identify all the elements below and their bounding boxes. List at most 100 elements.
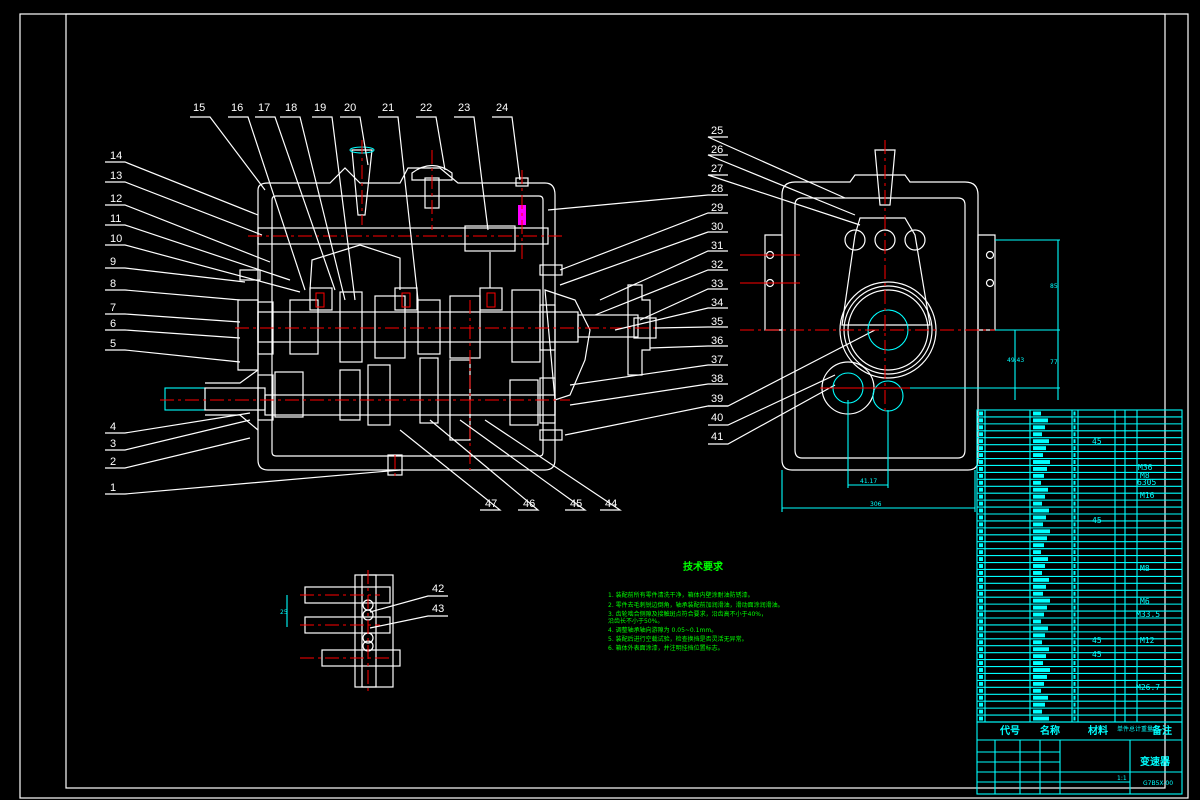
bom-item-number xyxy=(979,647,983,652)
bom-item-qty xyxy=(1073,501,1076,506)
part-label: 15 xyxy=(193,102,205,114)
tech-requirement-item: 6. 箱体外表面涂漆，并注明挂挡位置标志。 xyxy=(608,644,724,652)
bom-header-material: 材料 xyxy=(1088,724,1108,737)
bom-item-number xyxy=(979,688,983,693)
bom-item-qty xyxy=(1073,557,1076,562)
part-label: 42 xyxy=(432,583,444,595)
bom-material: 45 xyxy=(1092,437,1102,446)
bom-item-number xyxy=(979,654,983,659)
bom-item-qty xyxy=(1073,570,1076,575)
bom-header: 代号 名称 材料 单件总计重量 备注 xyxy=(999,724,1172,737)
bom-item-name xyxy=(1033,647,1049,652)
bom-item-number xyxy=(979,425,983,430)
bom-item-name xyxy=(1033,654,1046,659)
bom-item-qty xyxy=(1073,633,1076,638)
part-label: 45 xyxy=(570,498,582,510)
bom-item-name xyxy=(1033,577,1049,582)
bom-item-name xyxy=(1033,598,1050,603)
bom-item-qty xyxy=(1073,584,1076,589)
bom-item-number xyxy=(979,501,983,506)
part-label: 41 xyxy=(711,431,723,443)
bom-item-number xyxy=(979,432,983,437)
part-label: 43 xyxy=(432,603,444,615)
part-label: 35 xyxy=(711,316,723,328)
bom-item-number xyxy=(979,674,983,679)
gearbox-housing xyxy=(257,167,556,471)
part-label: 4 xyxy=(110,421,116,433)
bom-item-qty xyxy=(1073,550,1076,555)
bom-item-number xyxy=(979,598,983,603)
bom-item-name xyxy=(1033,508,1049,513)
bom-item-qty xyxy=(1073,605,1076,610)
bom-item-number xyxy=(979,612,983,617)
bom-item-qty xyxy=(1073,661,1076,666)
bom-item-name xyxy=(1033,668,1050,672)
bom-note: M12 xyxy=(1140,636,1155,645)
drawing-title: 变速器 xyxy=(1140,755,1171,768)
bom-item-number xyxy=(979,584,983,589)
main-section-view xyxy=(160,140,665,480)
dimension-height-label: 77 xyxy=(1050,359,1058,366)
tech-requirement-item: 5. 装配后进行空载试验，检查换挡是否灵活无异常。 xyxy=(608,635,748,643)
bom-item-number xyxy=(979,515,983,520)
bom-item-qty xyxy=(1073,453,1076,458)
bom-item-qty xyxy=(1073,460,1076,464)
part-label: 20 xyxy=(344,102,356,114)
part-label: 17 xyxy=(258,102,270,114)
part-label: 18 xyxy=(285,102,297,114)
bom-item-name xyxy=(1033,543,1044,548)
bom-item-name xyxy=(1033,536,1047,541)
drawing-scale: 1:1 xyxy=(1117,775,1127,782)
bom-item-name xyxy=(1033,564,1045,568)
bom-item-qty xyxy=(1073,418,1076,423)
bom-item-number xyxy=(979,473,983,478)
bom-item-qty xyxy=(1073,647,1076,652)
bom-item-qty xyxy=(1073,487,1076,492)
bom-item-number xyxy=(979,564,983,568)
bom-item-number xyxy=(979,508,983,513)
dimension-height-label: 49.43 xyxy=(1007,357,1024,364)
part-label: 10 xyxy=(110,233,122,245)
part-label: 37 xyxy=(711,354,723,366)
bom-item-name xyxy=(1033,453,1043,458)
bom-item-name xyxy=(1033,432,1042,437)
bom-note: M26.7 xyxy=(1136,683,1161,692)
bom-note: M6 xyxy=(1140,597,1150,606)
bom-item-number xyxy=(979,702,983,707)
bom-item-number xyxy=(979,466,983,471)
bom-note: M33.5 xyxy=(1136,610,1161,619)
bom-item-name xyxy=(1033,695,1048,700)
bom-header-code: 代号 xyxy=(999,724,1020,737)
part-label: 32 xyxy=(711,259,723,271)
dimension-detail-label: 25 xyxy=(280,609,288,616)
bom-item-number xyxy=(979,439,983,444)
part-label: 8 xyxy=(110,278,116,290)
housing-cavity xyxy=(271,195,544,457)
tech-requirement-item: 4. 调整轴承轴向游隙为 0.05~0.1mm。 xyxy=(608,626,717,634)
part-label: 7 xyxy=(110,302,116,314)
bom-item-number xyxy=(979,418,983,423)
part-label: 34 xyxy=(711,297,723,309)
bom-item-qty xyxy=(1073,577,1076,582)
bom-item-name xyxy=(1033,681,1044,686)
bom-item-qty xyxy=(1073,688,1076,693)
bom-item-qty xyxy=(1073,640,1076,645)
bom-item-qty xyxy=(1073,674,1076,679)
bom-item-qty xyxy=(1073,480,1076,485)
bom-item-number xyxy=(979,716,983,721)
bom-item-qty xyxy=(1073,494,1076,499)
bom-item-name xyxy=(1033,522,1043,527)
bom-item-name xyxy=(1033,494,1045,499)
part-label: 6 xyxy=(110,318,116,330)
bom-item-name xyxy=(1033,550,1041,555)
part-label: 46 xyxy=(523,498,535,510)
bom-item-qty xyxy=(1073,536,1076,541)
bom-item-qty xyxy=(1073,432,1076,437)
part-label: 44 xyxy=(605,498,617,510)
part-label: 26 xyxy=(711,144,723,156)
bom-item-name xyxy=(1033,605,1047,610)
leaders-top xyxy=(190,116,521,301)
bom-item-qty xyxy=(1073,702,1076,707)
bom-item-qty xyxy=(1073,439,1076,444)
bom-item-number xyxy=(979,577,983,582)
